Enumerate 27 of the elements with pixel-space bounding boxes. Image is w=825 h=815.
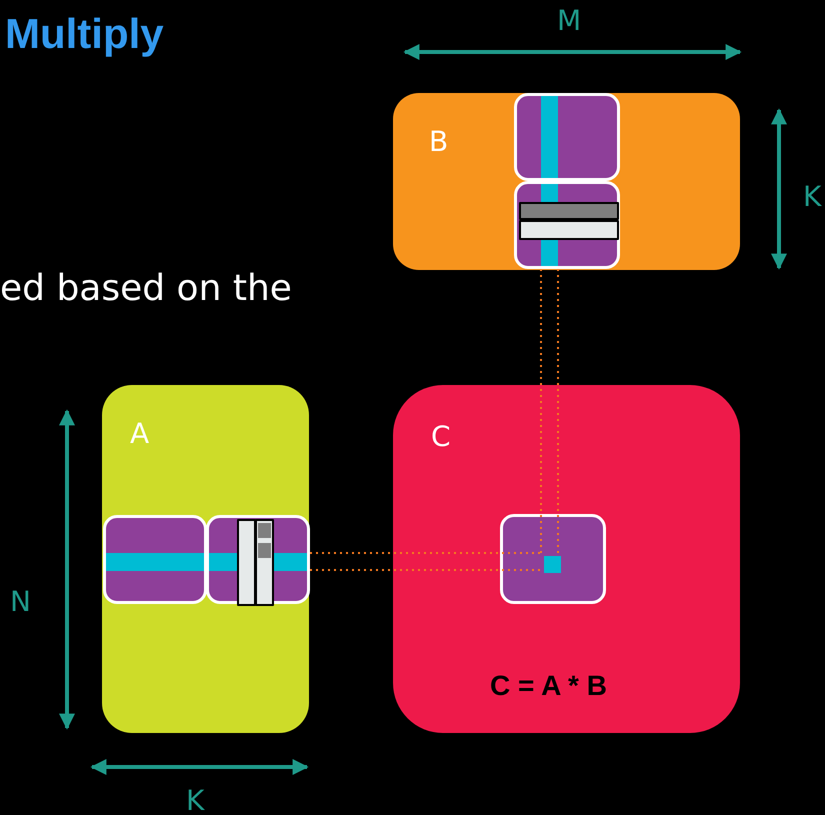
dotted-connector	[540, 269, 542, 553]
tile-slice	[519, 220, 619, 240]
tile-block	[103, 515, 207, 604]
dimension-label: N	[10, 585, 31, 618]
tile-slice	[237, 519, 256, 606]
body-text: ed based on the	[0, 268, 292, 309]
dotted-connector	[557, 269, 559, 553]
tile-block	[206, 515, 310, 604]
equation-text: C = A * B	[490, 670, 607, 702]
tile-block	[514, 181, 620, 269]
matrix-label: B	[429, 125, 448, 158]
dimension-label: K	[803, 180, 822, 213]
tile-slice	[255, 519, 274, 606]
tile-block	[514, 93, 620, 181]
dimension-label: M	[557, 4, 582, 37]
dotted-connector	[310, 552, 541, 554]
matrix-label: C	[431, 420, 451, 453]
output-element	[544, 556, 561, 573]
tile-block	[500, 514, 606, 604]
dimension-label: K	[186, 784, 204, 815]
matrix-block	[393, 385, 740, 733]
heading: Multiply	[5, 10, 164, 58]
matrix-block	[102, 385, 309, 733]
matrix-block	[393, 93, 740, 270]
dotted-connector	[310, 569, 541, 571]
tile-slice	[519, 202, 619, 220]
matrix-label: A	[130, 417, 150, 450]
